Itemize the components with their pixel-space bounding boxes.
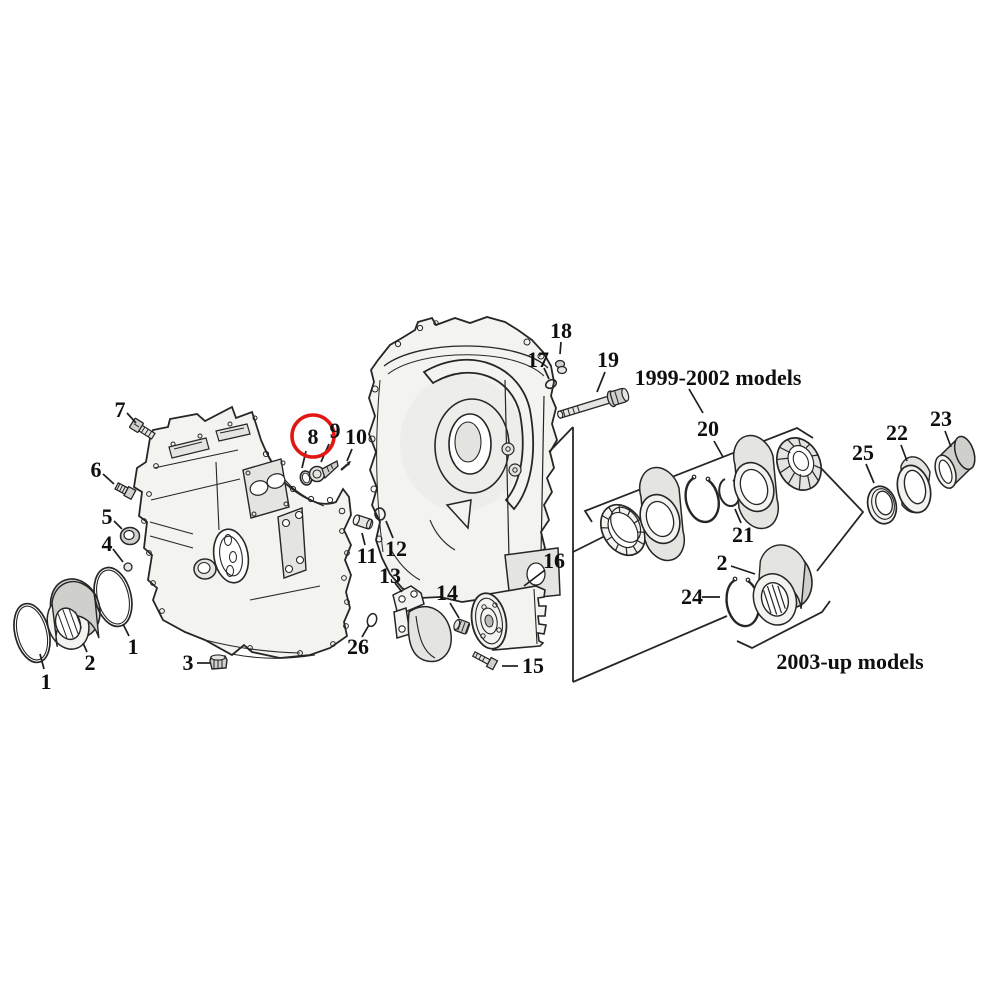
leader-line [865, 463, 875, 484]
o-ring-12 [374, 507, 386, 521]
leader-line [39, 653, 45, 670]
left-crankcase-half [133, 405, 352, 659]
leader-line [730, 565, 756, 575]
leader-line [113, 520, 123, 530]
leader-line [361, 624, 370, 638]
leader-line [713, 440, 724, 458]
highlight-layer [290, 413, 336, 459]
bolt-19 [557, 387, 630, 420]
leader-line [449, 602, 460, 619]
race-20 [638, 466, 686, 562]
right-crankcase-half [368, 316, 561, 603]
plug-14 [453, 618, 471, 635]
bolt-15 [471, 650, 499, 671]
leader-line [126, 412, 137, 424]
sensor-9 [308, 460, 339, 483]
leader-line [361, 532, 366, 546]
cap-18 [554, 359, 568, 375]
pin-10 [340, 461, 351, 471]
leader-line [112, 548, 124, 563]
leader-line [543, 367, 550, 380]
race-20b [732, 434, 780, 530]
bushing-5 [119, 526, 141, 546]
bearing-cage-20 [599, 503, 647, 557]
leader-line [944, 430, 952, 448]
leader-line [688, 388, 704, 414]
leader-line [596, 371, 606, 393]
bracket-2003-up [736, 600, 831, 650]
leader-line [385, 520, 394, 539]
o-ring-1-right [93, 566, 133, 628]
leader-line [102, 473, 115, 485]
leader-line [900, 444, 908, 462]
leader-line [734, 508, 742, 524]
bracket-1999-2002 [583, 426, 814, 523]
leader-line [523, 569, 546, 587]
snap-ring-20 [684, 474, 720, 524]
washer-22 [896, 456, 932, 514]
screw-7 [129, 417, 156, 440]
highlight-circle-8 [290, 413, 336, 459]
ball-4 [123, 562, 133, 572]
sleeve-23 [934, 435, 976, 490]
leader-line [82, 642, 88, 653]
leader-line [122, 623, 130, 637]
leader-line [559, 341, 562, 355]
taper-bearing-20 [775, 437, 823, 491]
bearing-2-right [752, 544, 813, 626]
pointer-lines [548, 426, 865, 683]
fitting-6 [114, 481, 137, 501]
leader-line [346, 448, 353, 462]
bearing-2-left [46, 578, 101, 650]
spacer-25 [866, 485, 898, 525]
filter-mount-13 [392, 585, 452, 663]
o-ring-26 [366, 612, 378, 628]
oil-filter-16 [470, 585, 547, 651]
leader-line [394, 582, 403, 593]
o-ring-17 [544, 378, 558, 390]
dowel-11 [352, 514, 374, 530]
pipe-plug-3 [209, 654, 228, 670]
